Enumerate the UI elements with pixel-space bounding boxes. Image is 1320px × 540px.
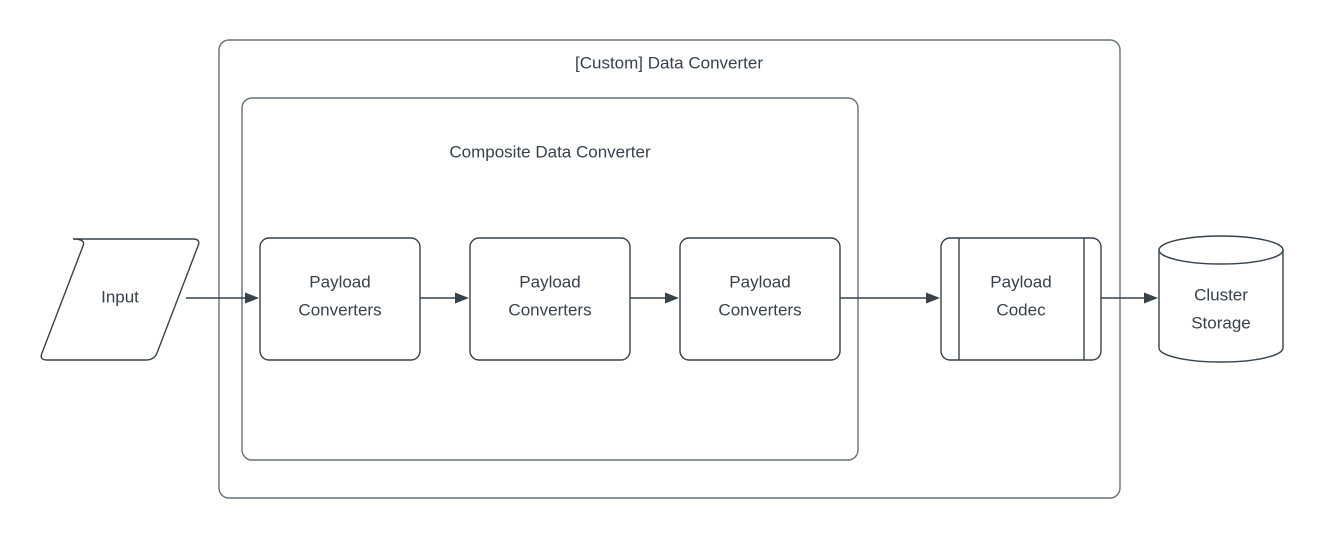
edge-pc1-to-pc2 bbox=[420, 292, 469, 304]
edge-codec-to-storage bbox=[1101, 292, 1158, 304]
node-cluster-storage-label-line1: Cluster bbox=[1194, 285, 1248, 304]
edge-pc2-to-pc3 bbox=[630, 292, 679, 304]
edge-pc3-to-codec-arrowhead bbox=[926, 292, 940, 304]
node-payload-converters-1-shape bbox=[259, 237, 421, 361]
container-composite-data-converter-title: Composite Data Converter bbox=[449, 142, 651, 161]
node-payload-converters-3[interactable]: Payload Converters bbox=[679, 237, 841, 361]
edge-codec-to-storage-arrowhead bbox=[1144, 292, 1158, 304]
node-payload-converters-3-label-line2: Converters bbox=[718, 300, 801, 319]
node-payload-codec-shape bbox=[940, 237, 1102, 361]
edge-pc1-to-pc2-arrowhead bbox=[455, 292, 469, 304]
edge-pc3-to-codec bbox=[840, 292, 940, 304]
node-payload-converters-1[interactable]: Payload Converters bbox=[259, 237, 421, 361]
container-composite-data-converter-box bbox=[241, 97, 859, 461]
node-input[interactable]: Input bbox=[40, 238, 200, 361]
node-cluster-storage[interactable]: Cluster Storage bbox=[1158, 235, 1284, 363]
node-payload-codec-label-line1: Payload bbox=[990, 272, 1051, 291]
node-payload-codec[interactable]: Payload Codec bbox=[940, 237, 1102, 361]
node-payload-converters-3-shape bbox=[679, 237, 841, 361]
container-custom-data-converter-box bbox=[218, 39, 1121, 499]
container-composite-data-converter[interactable]: Composite Data Converter bbox=[241, 97, 859, 461]
edge-pc2-to-pc3-arrowhead bbox=[665, 292, 679, 304]
node-payload-converters-2-label-line1: Payload bbox=[519, 272, 580, 291]
container-custom-data-converter-title: [Custom] Data Converter bbox=[575, 53, 763, 72]
node-payload-codec-label-line2: Codec bbox=[996, 300, 1046, 319]
node-input-label: Input bbox=[101, 287, 139, 306]
node-input-shape bbox=[40, 238, 200, 361]
node-payload-converters-2-label-line2: Converters bbox=[508, 300, 591, 319]
node-cluster-storage-body bbox=[1158, 249, 1284, 363]
edge-input-to-pc1 bbox=[186, 292, 259, 304]
node-cluster-storage-label-line2: Storage bbox=[1191, 313, 1251, 332]
container-custom-data-converter[interactable]: [Custom] Data Converter bbox=[218, 39, 1121, 499]
node-payload-converters-3-label-line1: Payload bbox=[729, 272, 790, 291]
node-payload-converters-1-label-line1: Payload bbox=[309, 272, 370, 291]
node-payload-converters-2-shape bbox=[469, 237, 631, 361]
node-payload-converters-1-label-line2: Converters bbox=[298, 300, 381, 319]
node-cluster-storage-top-ellipse bbox=[1158, 235, 1284, 265]
edge-input-to-pc1-arrowhead bbox=[245, 292, 259, 304]
node-payload-converters-2[interactable]: Payload Converters bbox=[469, 237, 631, 361]
